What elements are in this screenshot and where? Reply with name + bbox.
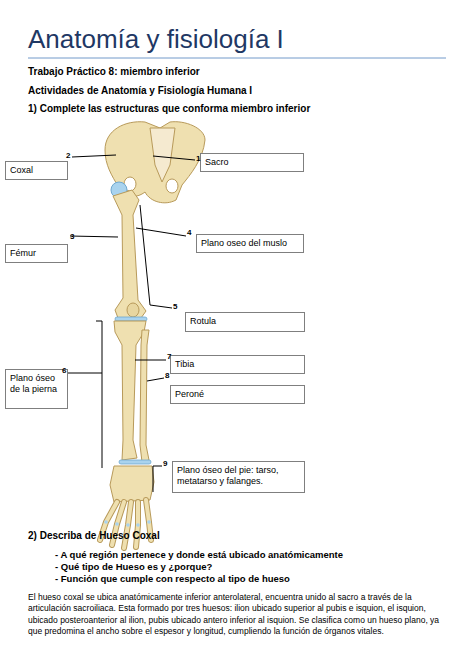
patella-bone: [127, 303, 139, 317]
answer-box: Fémur: [5, 244, 68, 263]
bullet-text: - Qué tipo de Hueso es y ¿porque?: [55, 561, 455, 572]
answer-box: Plano oseo del muslo: [196, 234, 304, 253]
callout-number: 7: [167, 352, 177, 362]
answer-box: Sacro: [200, 153, 304, 172]
answer-text: Tibia: [175, 359, 300, 370]
heading-text: Trabajo Práctico 8: miembro inferior: [28, 66, 448, 78]
answer-box: Plano óseo de la pierna: [5, 369, 68, 409]
heading-text: Actividades de Anatomía y Fisiología Hum…: [28, 85, 448, 97]
callout-number: 1: [196, 154, 206, 164]
answer-text: Coxal: [10, 165, 63, 176]
answer-text: Peroné: [175, 389, 300, 400]
fibula-bone: [140, 330, 149, 462]
answer-box: Coxal: [5, 161, 68, 180]
ankle-joint: [119, 460, 151, 464]
answer-text: Rotula: [190, 316, 300, 327]
answer-text: Plano oseo del muslo: [201, 238, 299, 249]
callout-number: 4: [187, 228, 197, 238]
answer-box: Peroné: [170, 385, 305, 404]
answer-text: Plano óseo de la pierna: [10, 373, 63, 395]
title-rule: [28, 58, 446, 59]
femur-bone: [113, 190, 146, 318]
question-text: 1) Complete las estructuras que conforma…: [28, 103, 448, 115]
bullet-text: - A qué región pertenece y donde está ub…: [55, 549, 455, 560]
callout-number: 9: [163, 459, 173, 469]
answer-text: Fémur: [10, 248, 63, 259]
callout-number: 6: [62, 366, 72, 376]
knee-joint: [115, 317, 147, 321]
answer-box: Rotula: [185, 312, 305, 332]
answer-text: Sacro: [205, 157, 299, 168]
answer-paragraph: El hueso coxal se ubica anatómicamente i…: [28, 592, 448, 638]
callout-number: 2: [66, 151, 76, 161]
question-text: 2) Describa de Hueso Coxal: [28, 530, 448, 542]
answer-box: Plano óseo del pie: tarso, metatarso y f…: [172, 461, 305, 493]
page-title: Anatomía y fisiología I: [28, 24, 458, 55]
answer-text: Plano óseo del pie: tarso, metatarso y f…: [177, 465, 300, 487]
bullet-text: - Función que cumple con respecto al tip…: [55, 573, 455, 584]
leader-lines: [68, 155, 195, 492]
pelvis-bone: [105, 122, 205, 203]
callout-number: 8: [165, 371, 175, 381]
callout-number: 5: [173, 302, 183, 312]
callout-number: 3: [70, 232, 80, 242]
answer-box: Tibia: [170, 355, 305, 374]
